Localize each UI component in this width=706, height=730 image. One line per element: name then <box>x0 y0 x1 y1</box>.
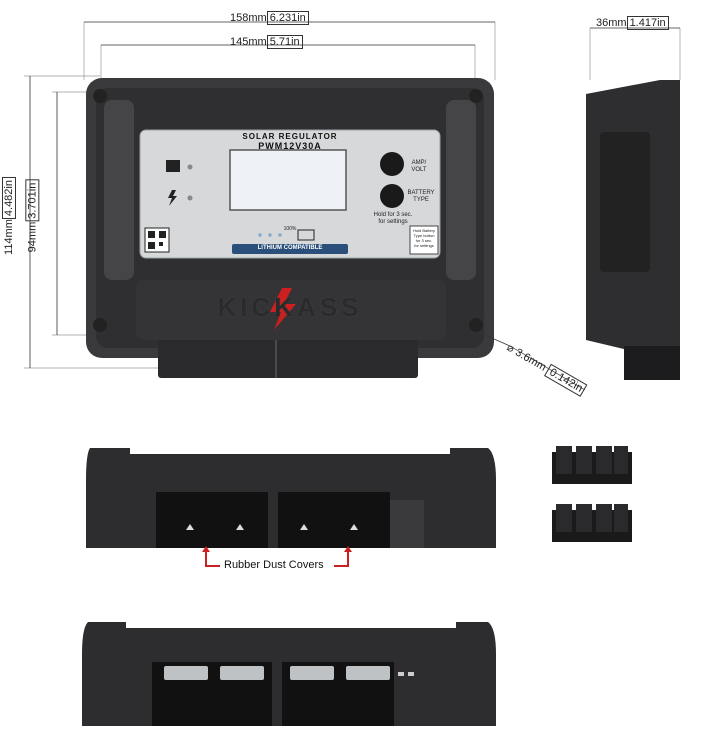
lithium-badge-text: LITHIUM COMPATIBLE <box>257 245 323 251</box>
hold-note: Hold for 3 sec. for settings <box>373 212 413 225</box>
front-view-drawing <box>24 21 681 391</box>
amp-volt-button <box>380 152 404 176</box>
battery-type-label: BATTERY TYPE <box>407 190 435 203</box>
inner-height-dimension: 94mm3.701in <box>25 179 40 252</box>
brand-bolt-icon <box>270 288 296 330</box>
dust-cover-callout: Rubber Dust Covers <box>224 559 324 571</box>
lightning-icon <box>168 190 177 206</box>
brand-logo: KICKASS <box>217 292 363 322</box>
side-note: Hold Battery Type button for 3 sec. for … <box>412 228 435 248</box>
percent-label: 100% <box>283 226 297 232</box>
connector-views-drawing <box>82 446 632 726</box>
device-model: PWM12V30A <box>258 141 322 151</box>
battery-type-button <box>380 184 404 208</box>
dust-cover-parts <box>552 446 632 542</box>
battery-led-icon <box>166 160 180 172</box>
lcd-screen <box>229 149 347 211</box>
battery-indicator-icon <box>297 229 315 241</box>
connector-view-covered <box>86 448 496 567</box>
device-title: SOLAR REGULATOR <box>242 132 338 141</box>
side-view <box>586 80 680 380</box>
connector-view-uncovered <box>82 622 496 726</box>
amp-volt-label: AMP/ VOLT <box>411 160 427 173</box>
lithium-badge <box>232 244 348 254</box>
height-dimension: 114mm4.482in <box>1 177 16 255</box>
